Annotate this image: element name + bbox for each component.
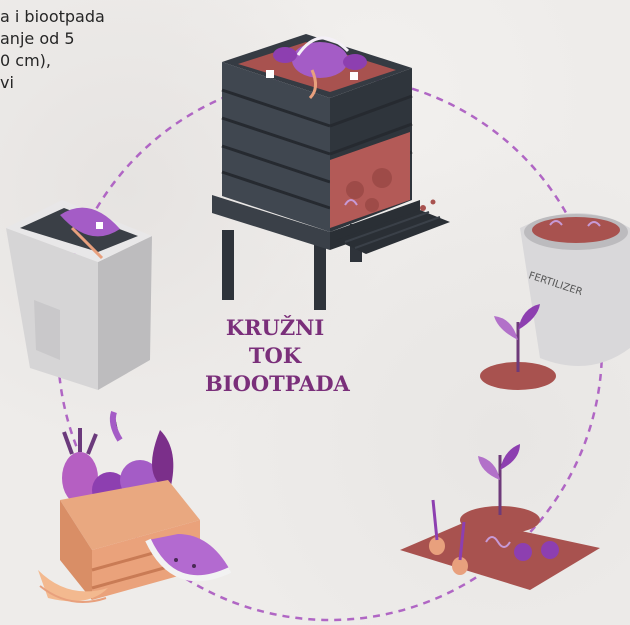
kitchen-caddy-icon [6, 200, 152, 390]
fertilizer-bag-icon: FERTILIZER [520, 213, 630, 366]
title-line-2: BIOOTPADA [205, 370, 345, 398]
compost-bin-icon [212, 34, 450, 310]
garden-bed-icon [400, 444, 600, 590]
fruit-crate-icon [38, 412, 230, 602]
page-title: KRUŽNI TOK BIOOTPADA [205, 314, 345, 398]
title-line-1: KRUŽNI TOK [205, 314, 345, 370]
